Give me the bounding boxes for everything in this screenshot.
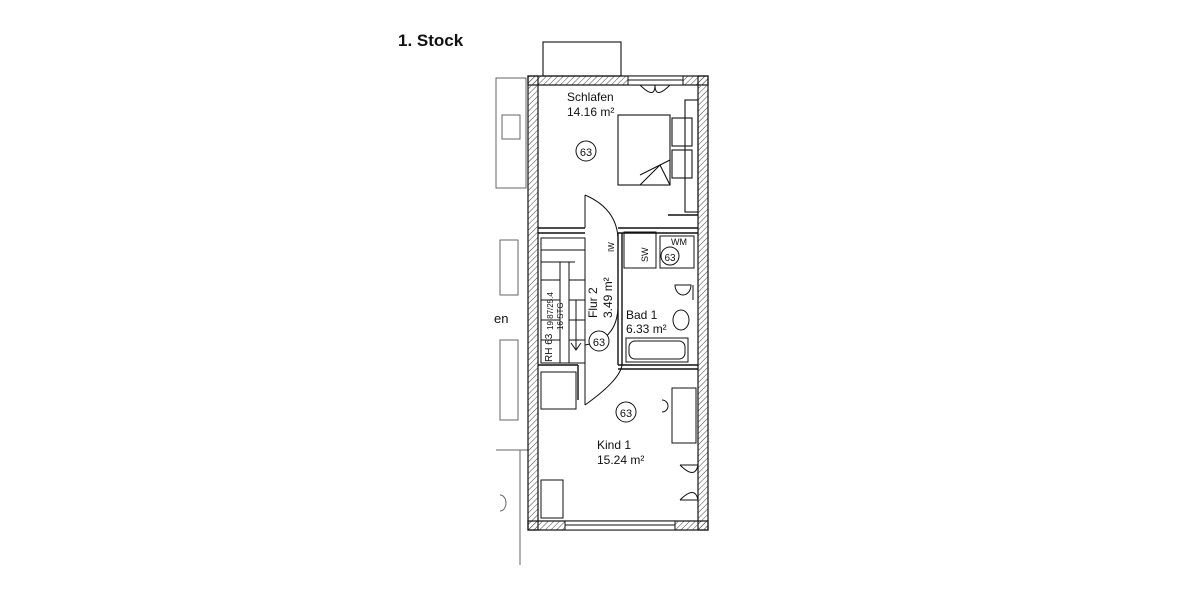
rh-label: RH 63 xyxy=(544,333,555,362)
room-number-bath xyxy=(660,246,680,266)
neighbor-label: en xyxy=(494,311,508,326)
neighbor-fixture xyxy=(501,114,521,140)
nightstand-1 xyxy=(671,117,693,147)
washer-label: WM xyxy=(671,237,687,247)
balcony xyxy=(542,41,622,77)
wall-left xyxy=(527,75,539,531)
room-name-schlafen: Schlafen xyxy=(567,90,614,104)
room-area-schlafen: 14.16 m² xyxy=(567,105,614,119)
neighbor-fixture xyxy=(499,239,519,296)
closet-door-1 xyxy=(639,84,656,93)
room-area-bad: 6.33 m² xyxy=(626,322,667,336)
room-name-bad: Bad 1 xyxy=(626,308,658,322)
sink xyxy=(672,309,690,331)
room-number-schlafen-text: 63 xyxy=(580,147,592,159)
interior-walls xyxy=(538,214,698,400)
bed-frame xyxy=(617,114,671,186)
washer xyxy=(659,235,695,269)
room-numbers xyxy=(575,140,680,423)
stair-label-2: 16 STG xyxy=(556,302,565,330)
room-number-schlafen xyxy=(575,140,597,162)
room-number-flur xyxy=(588,330,610,352)
bed-kind xyxy=(540,479,564,519)
room-number-kind xyxy=(615,401,637,423)
wall-label: IW xyxy=(607,242,616,252)
wardrobe xyxy=(684,99,699,213)
door-schlafen xyxy=(584,194,619,246)
window-top xyxy=(627,75,684,86)
toilet xyxy=(674,284,692,296)
neighbor-fixture xyxy=(499,339,519,421)
closet-door-2 xyxy=(654,84,671,93)
nightstand-2 xyxy=(671,149,693,179)
neighbor-plan xyxy=(495,77,528,565)
room-name-kind: Kind 1 xyxy=(597,438,631,452)
desk xyxy=(540,371,577,410)
room-number-kind-text: 63 xyxy=(620,408,632,420)
room-area-flur: 3.49 m² xyxy=(601,277,615,318)
room-area-kind: 15.24 m² xyxy=(597,453,644,467)
staircase xyxy=(540,237,586,364)
window-bottom xyxy=(564,520,676,531)
room-number-flur-text: 63 xyxy=(593,337,605,349)
bed xyxy=(617,99,699,213)
bathtub xyxy=(625,337,689,363)
room-name-flur: Flur 2 xyxy=(586,287,600,318)
door-swings xyxy=(584,84,699,501)
neighbor-wall-segment xyxy=(495,77,527,189)
wall-right xyxy=(697,75,709,531)
floor-title: 1. Stock xyxy=(398,31,464,50)
shower xyxy=(623,231,657,269)
room-number-bath-text: 63 xyxy=(664,253,676,264)
door-kind xyxy=(584,364,623,406)
shower-label: SW xyxy=(640,247,650,262)
bath-fixtures xyxy=(623,231,695,363)
desk-kind xyxy=(671,387,697,444)
kind-furniture xyxy=(540,371,697,519)
stair-label: 19.87/25.4 xyxy=(546,292,555,330)
